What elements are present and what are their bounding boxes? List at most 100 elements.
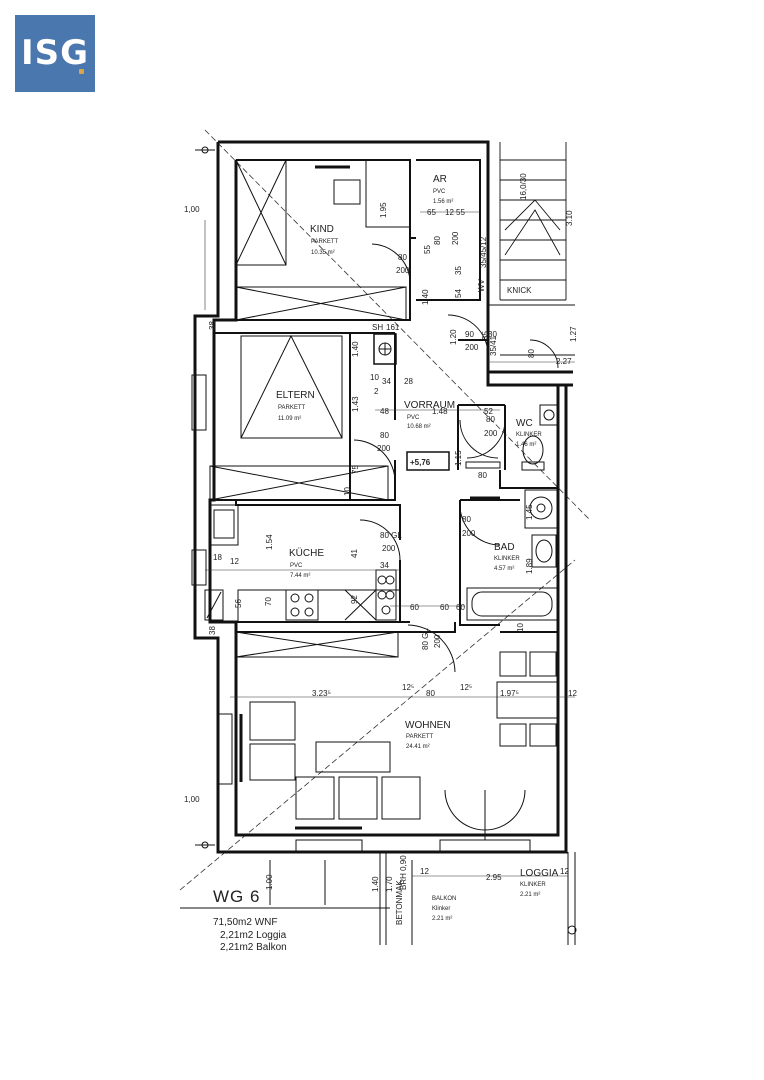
dim-v2: 2 — [374, 387, 379, 396]
dim-b-100: 1.00 — [265, 874, 274, 890]
dim-k-38: 38 — [208, 626, 217, 635]
outer-walls — [193, 140, 573, 854]
dim-v140b: 1.40 — [351, 341, 360, 357]
eltern-area: 11.09 m² — [278, 416, 301, 422]
dim-k-60c: 60 — [456, 603, 465, 612]
dim-v35-45: 35/45/12 — [479, 236, 488, 268]
wohnen-furniture — [217, 624, 560, 853]
dim-sh: SH — [372, 323, 383, 332]
balkon-area: 2.21 m² — [432, 916, 452, 922]
eltern-furniture — [191, 333, 397, 501]
dim-bad-189: 1.89 — [525, 558, 534, 574]
wc-area: 1.46 m² — [516, 442, 536, 448]
door-kuche-width: 80 GL — [380, 531, 402, 540]
dim-bad-145: 1.45 — [525, 504, 534, 520]
dim-w-125b: 12⁵ — [460, 683, 472, 692]
bad-floor: KLINKER — [494, 556, 520, 562]
dim-stair-227: 2.27 — [556, 357, 572, 366]
dim-ar-55: 55 — [456, 208, 465, 217]
ar-details — [371, 243, 411, 281]
dim-v80a: 80 — [527, 349, 536, 358]
wc-name: WC — [516, 418, 533, 429]
dim-left-bottom: 1,00 — [184, 795, 200, 804]
loggia-name: LOGGIA — [520, 868, 559, 879]
ar-name: AR — [433, 174, 447, 185]
dim-v161: 161 — [386, 323, 400, 332]
dimension-labels: 1,00 1,00 1.95 1.40 65 12 55 55 35 54 WV… — [184, 173, 578, 925]
dim-v143: 1.43 — [351, 396, 360, 412]
dim-ar-35: 35 — [454, 266, 463, 275]
door-ar-height: 200 — [451, 231, 460, 245]
eltern-floor: PARKETT — [278, 405, 306, 411]
kind-area: 10.35 m² — [311, 250, 335, 256]
dim-ar-55b: 55 — [423, 245, 432, 254]
dim-k-70: 70 — [264, 597, 273, 606]
dim-k-60b: 60 — [440, 603, 449, 612]
dim-v10b: 10 — [343, 487, 352, 496]
dim-ar-12: 12 — [445, 208, 454, 217]
door-ar-width: 80 — [433, 236, 442, 245]
dim-v38: 38 — [208, 321, 217, 330]
dim-knick: KNICK — [507, 286, 532, 295]
dim-k-41: 41 — [350, 549, 359, 558]
dim-k-56: 56 — [234, 599, 243, 608]
dimension-lines — [204, 211, 575, 877]
kuche-floor: PVC — [290, 563, 303, 569]
dim-wv: WV — [477, 278, 486, 292]
dim-left-top: 1,00 — [184, 205, 200, 214]
dim-k-60a: 60 — [410, 603, 419, 612]
kuche-name: KÜCHE — [289, 547, 324, 559]
isg-logo: ISG — [15, 15, 95, 92]
dim-b-295: 2.95 — [486, 873, 502, 882]
dim-b-12b: 12 — [560, 867, 569, 876]
dim-b-beton: BETONMAK — [395, 880, 404, 925]
dim-wc-80: 80 — [478, 471, 487, 480]
door-labels: 80 200 80 200 80 GL 200 80 200 80 200 90… — [377, 231, 498, 650]
door-stair-height: 200 — [465, 343, 479, 352]
room-labels: KIND PARKETT 10.35 m² AR PVC 1.56 m² ELT… — [276, 174, 559, 922]
door-eltern-height: 200 — [377, 444, 391, 453]
dim-b-140: 1.40 — [371, 876, 380, 892]
area-loggia: 2,21m2 Loggia — [220, 930, 287, 941]
dim-ar-54: 54 — [454, 289, 463, 298]
kuche-area: 7.44 m² — [290, 573, 310, 579]
loggia-area: 2.21 m² — [520, 892, 540, 898]
dim-b-170: 1.70 — [385, 876, 394, 892]
area-wnf: 71,50m2 WNF — [213, 917, 277, 928]
dim-k-34: 34 — [380, 561, 389, 570]
ar-area: 1.56 m² — [433, 199, 453, 205]
door-wohnen-width: 80 GL — [421, 628, 430, 650]
bad-area: 4.57 m² — [494, 566, 514, 572]
dim-kind-195: 1.95 — [379, 202, 388, 218]
dim-v120: 1.20 — [449, 329, 458, 345]
dim-v34: 34 — [382, 377, 391, 386]
door-kuche-height: 200 — [382, 544, 396, 553]
dim-w-12: 12 — [568, 689, 577, 698]
logo-accent-dot — [79, 69, 84, 74]
dim-stair-310: 3.10 — [565, 210, 574, 226]
kind-furniture — [235, 159, 411, 321]
bad-name: BAD — [494, 542, 515, 553]
dim-w-197: 1.97⁵ — [500, 689, 519, 698]
dim-b-12: 12 — [420, 867, 429, 876]
door-bad-width: 80 — [462, 515, 471, 524]
vorraum-doors — [406, 419, 506, 471]
dim-v48: 48 — [380, 407, 389, 416]
door-bad-height: 200 — [462, 529, 476, 538]
wohnen-floor: PARKETT — [406, 734, 434, 740]
dim-k-18: 18 — [213, 553, 222, 562]
area-balkon: 2,21m2 Balkon — [220, 942, 287, 953]
door-eltern-width: 80 — [380, 431, 389, 440]
dim-v52: 52 — [484, 407, 493, 416]
door-wc-width: 80 — [486, 415, 495, 424]
dim-bad-10: 10 — [516, 623, 525, 632]
wohnen-area: 24.41 m² — [406, 744, 430, 750]
wohnen-name: WOHNEN — [405, 720, 451, 731]
dim-v75: 75 — [351, 465, 360, 474]
dim-stair: 16,0/30 — [519, 173, 528, 200]
dim-kind-140: 1.40 — [421, 289, 430, 305]
dim-k-92: 92 — [350, 595, 359, 604]
dim-k-12: 12 — [230, 557, 239, 566]
dim-b-brh: BRH 0,90 — [399, 855, 408, 890]
dim-v28: 28 — [404, 377, 413, 386]
